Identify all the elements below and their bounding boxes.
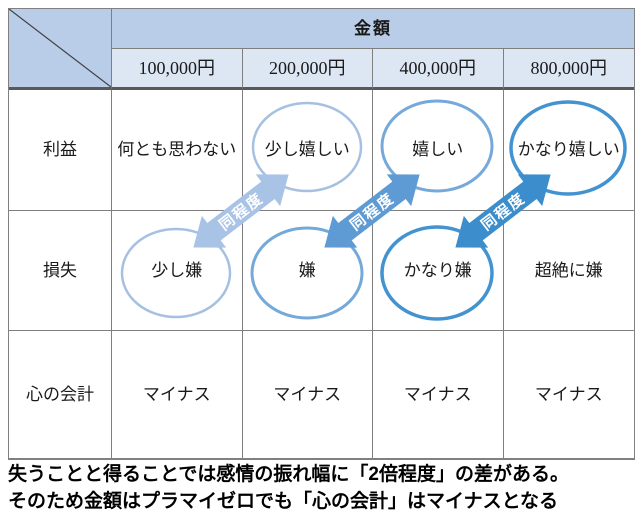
column-header-800000: 800,000円: [503, 49, 634, 90]
cell-mental-200000: マイナス: [242, 331, 373, 458]
corner-cell: [9, 9, 112, 90]
column-header-100000: 100,000円: [112, 49, 243, 90]
cell-loss-100000: 少し嫌: [112, 211, 243, 331]
cell-mental-400000: マイナス: [373, 331, 504, 458]
cell-profit-100000: 何とも思わない: [112, 90, 243, 211]
row-label-profit: 利益: [9, 90, 112, 211]
cell-loss-200000: 嫌: [242, 211, 373, 331]
cell-profit-800000: かなり嬉しい: [503, 90, 634, 211]
column-header-200000: 200,000円: [242, 49, 373, 90]
money-feelings-table: 金額 100,000円 200,000円 400,000円 800,000円 利…: [8, 8, 635, 460]
column-header-400000: 400,000円: [373, 49, 504, 90]
cell-mental-800000: マイナス: [503, 331, 634, 458]
cell-profit-400000: 嬉しい: [373, 90, 504, 211]
cell-loss-800000: 超絶に嫌: [503, 211, 634, 331]
cell-mental-100000: マイナス: [112, 331, 243, 458]
cell-loss-400000: かなり嫌: [373, 211, 504, 331]
caption-line-1: 失うことと得ることでは感情の振れ幅に「2倍程度」の差がある。: [8, 464, 569, 485]
cell-profit-200000: 少し嬉しい: [242, 90, 373, 211]
caption: 失うことと得ることでは感情の振れ幅に「2倍程度」の差がある。 そのため金額はプラ…: [8, 461, 569, 515]
caption-line-2: そのため金額はプラマイゼロでも「心の会計」はマイナスとなる: [8, 491, 559, 512]
row-label-loss: 損失: [9, 211, 112, 331]
row-label-mental-accounting: 心の会計: [9, 331, 112, 458]
diagonal-line: [9, 9, 111, 87]
column-group-header-amount: 金額: [112, 9, 634, 49]
